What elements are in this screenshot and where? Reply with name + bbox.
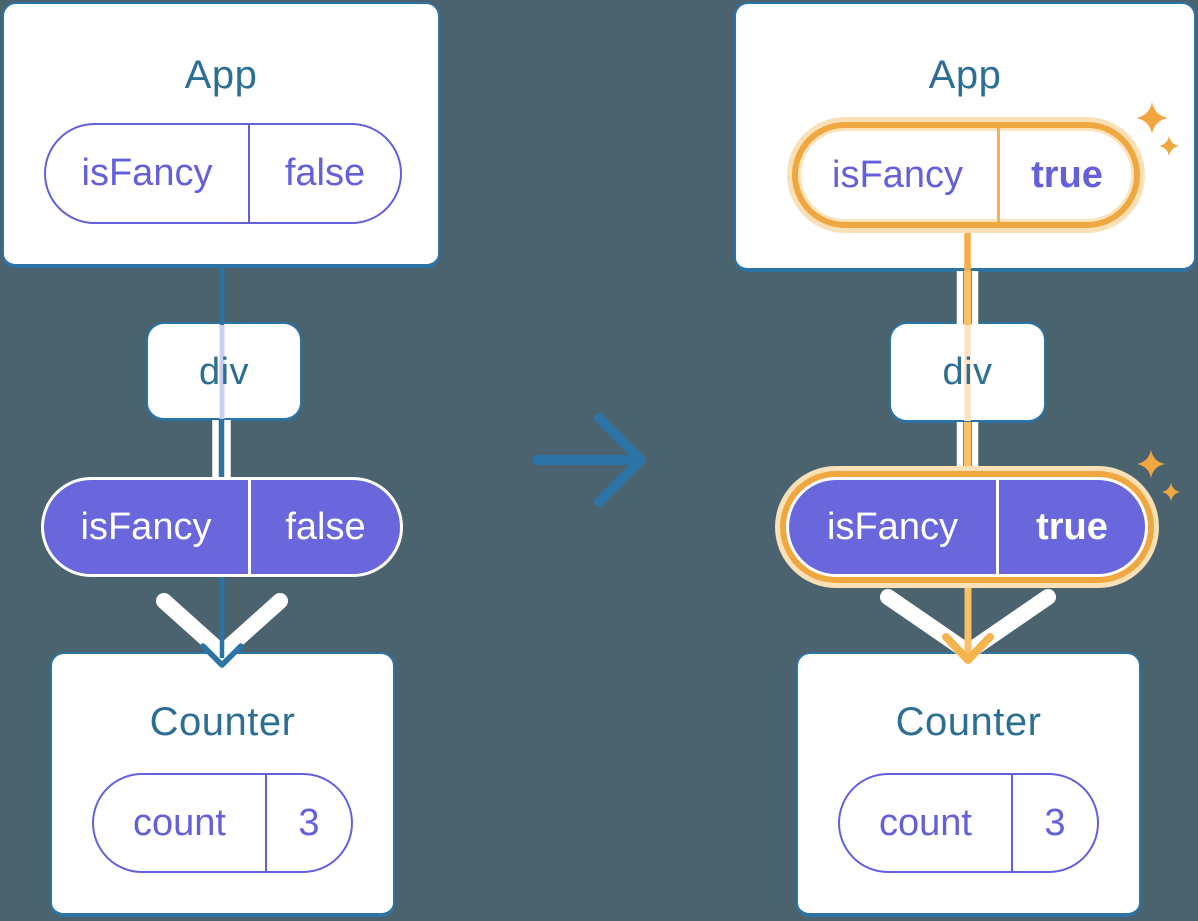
component-title-app-before: App bbox=[184, 52, 258, 97]
arrow-head bbox=[594, 413, 646, 507]
component-title-counter-after: Counter bbox=[895, 699, 1042, 744]
sparkles-icon bbox=[1136, 102, 1181, 502]
state-name: isFancy bbox=[832, 153, 963, 196]
state-value: true bbox=[1031, 153, 1103, 196]
prop-name: isFancy bbox=[827, 505, 958, 548]
pill-divider bbox=[265, 775, 267, 871]
arrowhead-into-counter bbox=[200, 643, 244, 668]
counter-state-pill-before: count 3 bbox=[92, 773, 353, 873]
arrowhead-into-counter bbox=[942, 633, 994, 664]
state-name: count bbox=[879, 801, 972, 844]
sparkle-large-state bbox=[1136, 449, 1166, 479]
state-value: 3 bbox=[1044, 801, 1066, 844]
prop-value: true bbox=[1036, 505, 1108, 548]
component-title-counter-before: Counter bbox=[149, 699, 296, 744]
right-arrow-icon bbox=[532, 413, 646, 507]
passed-prop-pill-after-highlighted: isFancy true bbox=[786, 477, 1148, 577]
prop-name: isFancy bbox=[80, 505, 212, 548]
state-name: isFancy bbox=[81, 152, 213, 194]
pill-divider bbox=[1011, 775, 1013, 871]
state-name: count bbox=[133, 801, 226, 844]
passed-prop-pill-before: isFancy false bbox=[41, 477, 403, 577]
counter-state-pill-after: count 3 bbox=[838, 773, 1099, 873]
app-state-pill-after-highlighted: isFancy true bbox=[792, 122, 1140, 228]
component-title-div-before: div bbox=[198, 350, 250, 393]
component-title-div-after: div bbox=[942, 350, 993, 393]
sparkle-small-state bbox=[1161, 482, 1181, 502]
pill-divider bbox=[248, 125, 250, 222]
pill-divider bbox=[997, 128, 1000, 222]
sparkle-large-app bbox=[1136, 102, 1168, 134]
after-tree-connectors bbox=[880, 230, 1056, 664]
pill-divider bbox=[248, 480, 251, 574]
pill-divider bbox=[996, 480, 999, 574]
before-tree-connectors bbox=[156, 268, 288, 668]
state-value: false bbox=[284, 152, 366, 194]
state-value: 3 bbox=[298, 801, 320, 844]
prop-value: false bbox=[285, 505, 366, 548]
app-state-pill-before: isFancy false bbox=[44, 123, 402, 224]
sparkle-small-app bbox=[1158, 135, 1180, 157]
component-title-app-after: App bbox=[928, 52, 1002, 97]
